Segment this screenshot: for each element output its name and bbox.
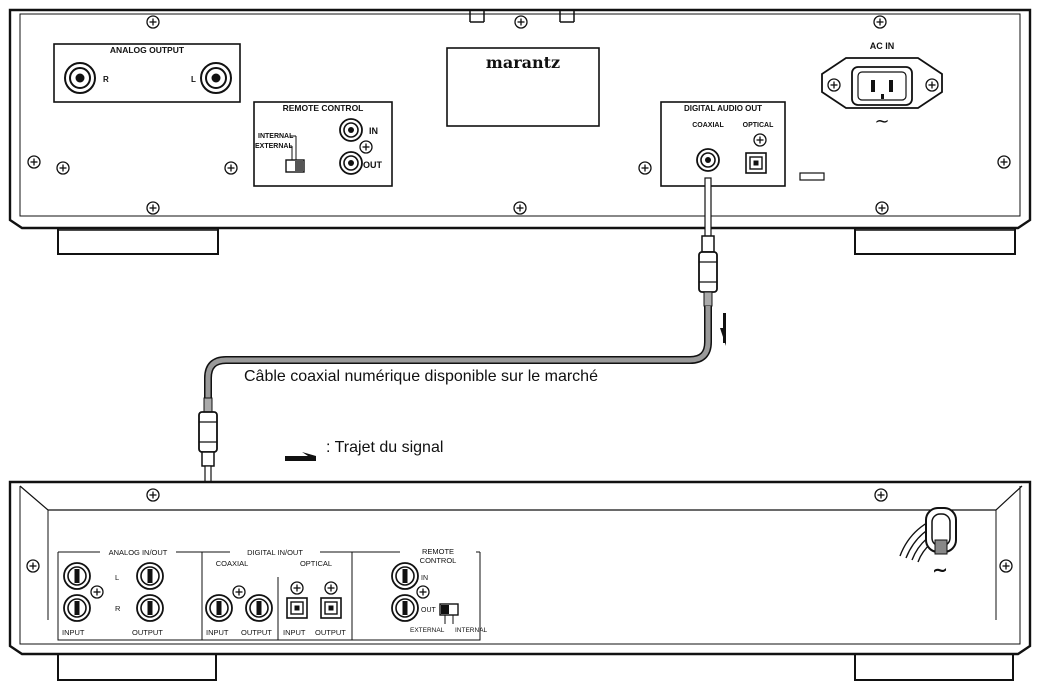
- signal-legend-arrow: [285, 452, 316, 461]
- digital-coax-input-label: INPUT: [206, 628, 229, 637]
- rca-plug-bottom: [198, 411, 218, 453]
- remote-in-label: IN: [369, 126, 378, 136]
- screw-icon: [359, 140, 373, 154]
- analog-out-l-label: L: [191, 75, 196, 84]
- digital-optical-title: OPTICAL: [300, 559, 332, 568]
- bottom-remote-internal-label: INTERNAL: [455, 627, 488, 634]
- analog-r-label: R: [115, 604, 121, 613]
- screw-icon: [875, 201, 889, 215]
- digital-optical-label: OPTICAL: [743, 122, 774, 129]
- screw-icon: [925, 78, 939, 92]
- analog-out-r-label: R: [103, 75, 109, 84]
- screw-icon: [90, 585, 104, 599]
- bottom-remote-in-jack[interactable]: [391, 562, 419, 590]
- analog-output-r-jack[interactable]: [136, 594, 164, 622]
- bottom-remote-out-jack[interactable]: [391, 594, 419, 622]
- digital-optical-out-jack[interactable]: [745, 152, 767, 174]
- bottom-foot-left: [57, 651, 217, 681]
- bottom-chassis: [8, 480, 1032, 656]
- remote-control-title: REMOTE CONTROL: [283, 103, 364, 113]
- bottom-remote-title-2: CONTROL: [420, 556, 457, 565]
- top-ac-symbol: ∼: [874, 111, 889, 131]
- analog-output-label: OUTPUT: [132, 628, 163, 637]
- digital-optical-output-jack[interactable]: [320, 597, 342, 619]
- brand-logo: marantz: [486, 53, 560, 72]
- digital-optical-input-jack[interactable]: [286, 597, 308, 619]
- signal-direction-arrow: [720, 313, 726, 346]
- screw-icon: [513, 201, 527, 215]
- remote-out-label: OUT: [363, 160, 383, 170]
- screw-icon: [224, 161, 238, 175]
- screw-icon: [999, 559, 1013, 573]
- screw-icon: [56, 161, 70, 175]
- top-unit: ANALOG OUTPUT R L marantz REMOTE CONTROL…: [8, 8, 1032, 255]
- screw-icon: [874, 488, 888, 502]
- ac-cord-icon: [899, 507, 957, 563]
- screw-icon: [827, 78, 841, 92]
- screw-icon: [232, 585, 246, 599]
- remote-external-label: EXTERNAL: [255, 143, 293, 150]
- screw-icon: [27, 155, 41, 169]
- screw-icon: [514, 15, 528, 29]
- digital-coaxial-input-jack[interactable]: [205, 594, 233, 622]
- remote-in-jack[interactable]: [339, 118, 363, 142]
- rca-plug-top: [698, 251, 718, 293]
- bottom-remote-external-label: EXTERNAL: [410, 627, 445, 634]
- digital-inout-title: DIGITAL IN/OUT: [247, 548, 303, 557]
- remote-out-jack[interactable]: [339, 151, 363, 175]
- ac-in-label: AC IN: [870, 41, 895, 51]
- bottom-remote-out-label: OUT: [421, 607, 437, 614]
- screw-icon: [290, 581, 304, 595]
- digital-coax-output-label: OUTPUT: [241, 628, 272, 637]
- analog-out-l-jack[interactable]: [200, 62, 232, 94]
- digital-coaxial-output-jack[interactable]: [245, 594, 273, 622]
- screw-icon: [997, 155, 1011, 169]
- screw-icon: [638, 161, 652, 175]
- signal-legend-text: : Trajet du signal: [326, 439, 444, 456]
- screw-icon: [26, 559, 40, 573]
- analog-inout-title: ANALOG IN/OUT: [109, 548, 168, 557]
- digital-opt-output-label: OUTPUT: [315, 628, 346, 637]
- analog-out-r-jack[interactable]: [64, 62, 96, 94]
- screw-icon: [146, 488, 160, 502]
- analog-output-title: ANALOG OUTPUT: [110, 45, 185, 55]
- digital-coaxial-out-jack[interactable]: [696, 148, 720, 172]
- digital-coaxial-label: COAXIAL: [692, 122, 724, 129]
- brand-plate: [446, 47, 600, 127]
- cable-caption: Câble coaxial numérique disponible sur l…: [244, 368, 598, 385]
- screw-icon: [416, 585, 430, 599]
- screw-icon: [146, 15, 160, 29]
- bottom-remote-title-1: REMOTE: [422, 547, 454, 556]
- analog-input-r-jack[interactable]: [63, 594, 91, 622]
- screw-icon: [146, 201, 160, 215]
- digital-opt-input-label: INPUT: [283, 628, 306, 637]
- screw-icon: [324, 581, 338, 595]
- analog-l-label: L: [115, 573, 119, 582]
- bottom-remote-in-label: IN: [421, 575, 428, 582]
- analog-input-label: INPUT: [62, 628, 85, 637]
- remote-internal-label: INTERNAL: [258, 133, 294, 140]
- analog-input-l-jack[interactable]: [63, 562, 91, 590]
- screw-icon: [873, 15, 887, 29]
- bottom-foot-right: [854, 651, 1014, 681]
- bottom-unit: ANALOG IN/OUT L R INPUT OUTPUT DIGITAL I…: [8, 480, 1032, 681]
- digital-coaxial-title: COAXIAL: [216, 559, 249, 568]
- analog-output-l-jack[interactable]: [136, 562, 164, 590]
- digital-audio-out-title: DIGITAL AUDIO OUT: [684, 104, 762, 113]
- bottom-ac-symbol: ∼: [932, 560, 947, 580]
- screw-icon: [753, 133, 767, 147]
